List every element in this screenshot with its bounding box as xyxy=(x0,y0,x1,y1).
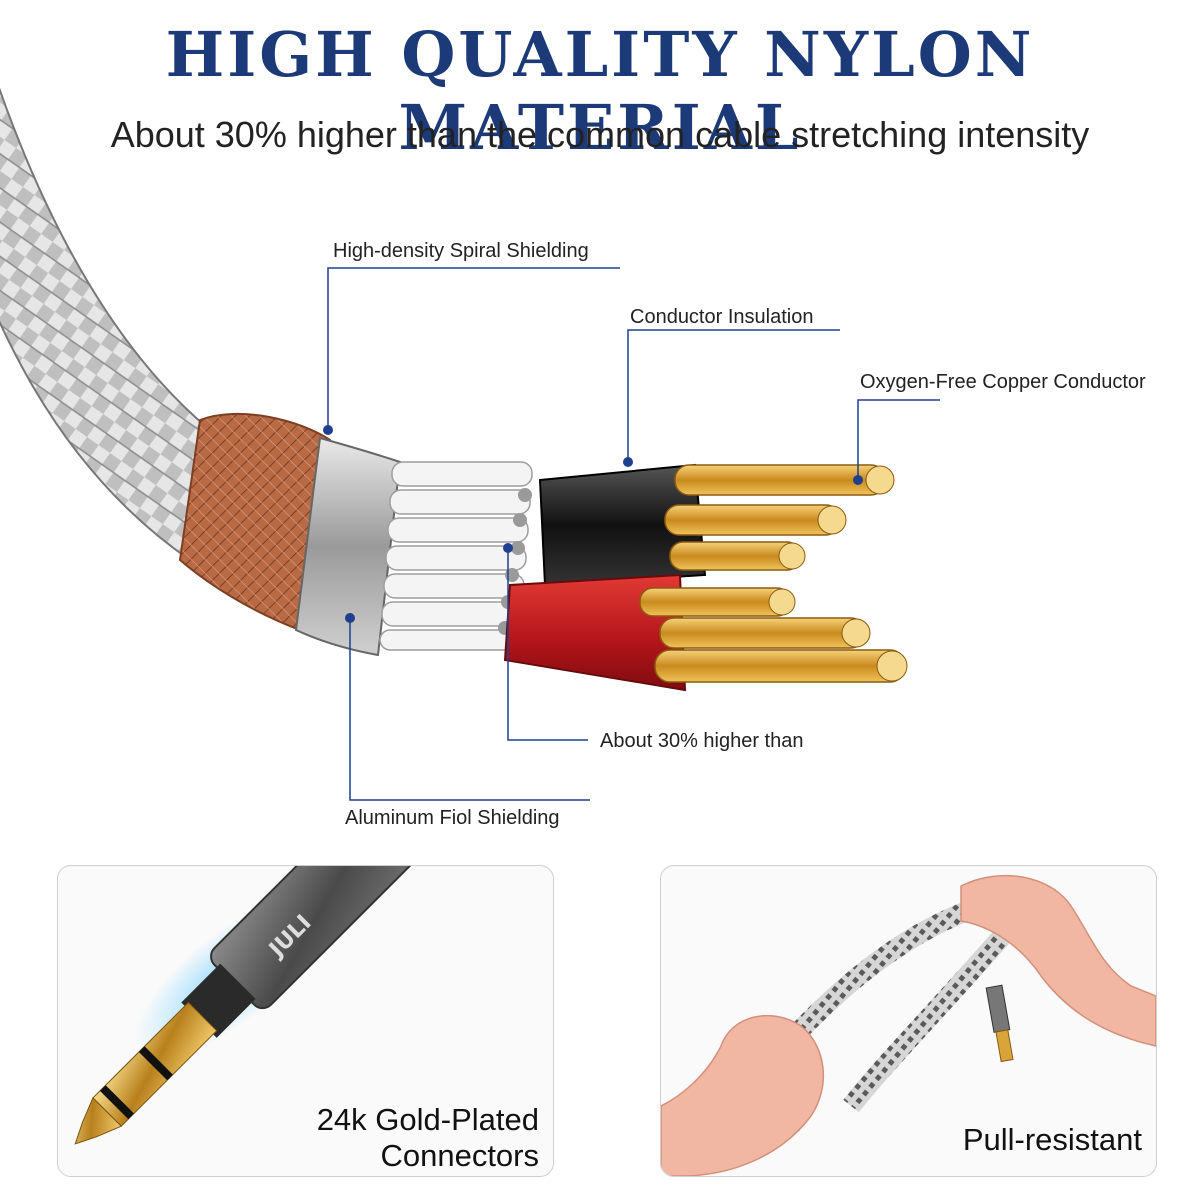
connector-caption-line1: 24k Gold-Plated xyxy=(316,1102,539,1137)
connector-caption: 24k Gold-Plated Connectors xyxy=(317,1102,539,1173)
subheadline: About 30% higher than the common cable s… xyxy=(110,114,1090,155)
left-hand xyxy=(661,1014,824,1176)
aluminum-foil-band xyxy=(294,436,402,657)
nylon-braid-jacket xyxy=(0,87,212,562)
leader-lines xyxy=(327,267,940,801)
black-insulation-tube xyxy=(538,463,707,587)
right-hand xyxy=(960,874,1156,1047)
pull-resistant-panel: Pull-resistant xyxy=(660,865,1157,1177)
headline: HIGH QUALITY NYLON MATERIAL xyxy=(165,18,1035,164)
callout-copper-conductor: Oxygen-Free Copper Conductor xyxy=(860,371,1146,393)
pull-resistant-caption: Pull-resistant xyxy=(962,1122,1142,1157)
callout-about-30: About 30% higher than xyxy=(600,730,804,752)
callout-aluminum-shielding: Aluminum Fiol Shielding xyxy=(345,807,560,829)
gold-plated-connector-panel: JULI 24k Gold-Plated Connectors xyxy=(57,865,554,1177)
cable-cross-section-illustration xyxy=(0,87,940,801)
gold-plug-illustration: JULI xyxy=(74,866,464,1145)
callout-spiral-shielding: High-density Spiral Shielding xyxy=(333,240,589,262)
white-filler-strands xyxy=(379,461,533,651)
hands-pulling-cable-illustration xyxy=(661,874,1156,1176)
connector-caption-line2: Connectors xyxy=(380,1137,539,1173)
callout-conductor-insulation: Conductor Insulation xyxy=(630,306,814,328)
